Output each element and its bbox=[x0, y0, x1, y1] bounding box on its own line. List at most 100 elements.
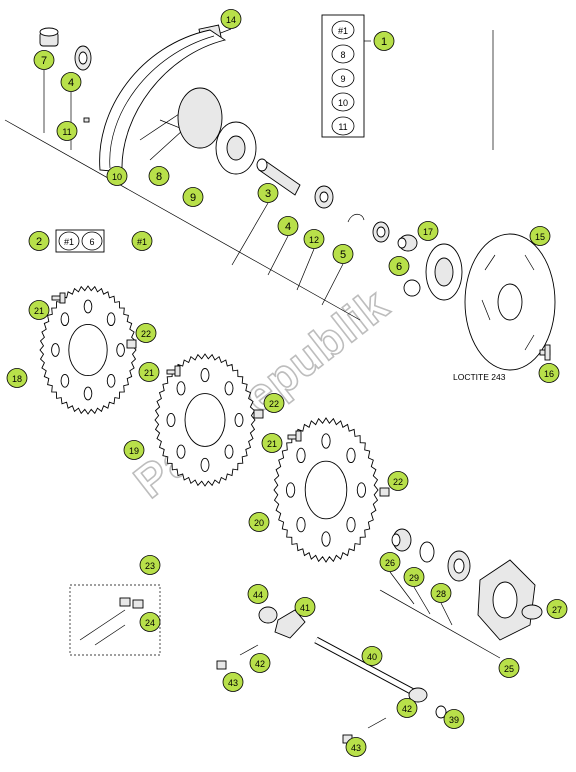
sprocket-nut-22a bbox=[126, 339, 137, 349]
callout-label: 28 bbox=[436, 589, 446, 599]
callout-c22a: 22 bbox=[135, 323, 157, 343]
sprocket-nut-22b bbox=[253, 409, 264, 419]
callout-label: 5 bbox=[340, 249, 346, 261]
bearing-28 bbox=[447, 550, 471, 582]
callout-label: 18 bbox=[12, 374, 22, 384]
sprocket-bolt-21a bbox=[51, 292, 66, 304]
callout-label: 10 bbox=[112, 172, 122, 182]
callout-label: 4 bbox=[285, 221, 291, 233]
legend-stack-item: 11 bbox=[338, 122, 347, 132]
callout-label: 19 bbox=[129, 446, 139, 456]
legend-stack-item: 8 bbox=[340, 50, 345, 60]
rear-wheel-rim bbox=[99, 29, 227, 173]
callout-c9: 9 bbox=[182, 187, 204, 207]
callout-c43a: 43 bbox=[222, 672, 244, 692]
callout-label: 44 bbox=[253, 590, 263, 600]
sprocket-18 bbox=[39, 285, 137, 415]
callout-c11a: 11 bbox=[56, 121, 78, 141]
callout-c16: 16 bbox=[538, 363, 560, 383]
callout-c41: 41 bbox=[294, 597, 316, 617]
sprocket-20 bbox=[273, 417, 379, 563]
callout-label: 22 bbox=[141, 329, 151, 339]
chain-link-24 bbox=[119, 597, 144, 609]
brake-disc-carrier-17 bbox=[425, 243, 463, 301]
callout-label: 22 bbox=[393, 477, 403, 487]
washer-39 bbox=[435, 705, 447, 719]
gear-icon bbox=[403, 279, 421, 297]
callout-label: 6 bbox=[396, 261, 402, 273]
legend-stack-item: 9 bbox=[340, 74, 345, 84]
callout-label: 25 bbox=[504, 664, 514, 674]
callout-c4b: 4 bbox=[277, 216, 299, 236]
callout-c1a: 1 bbox=[373, 31, 395, 51]
callout-c26: 26 bbox=[379, 552, 401, 572]
axle-nut-44 bbox=[258, 606, 278, 624]
callout-c8: 8 bbox=[148, 166, 170, 186]
callout-label: 7 bbox=[41, 55, 47, 67]
callout-c43b: 43 bbox=[345, 737, 367, 757]
callout-c2: 2 bbox=[28, 231, 50, 251]
callout-c39: 39 bbox=[443, 709, 465, 729]
callout-c23: 23 bbox=[139, 555, 161, 575]
callout-label: 1 bbox=[381, 36, 387, 48]
sprocket-carrier-25 bbox=[477, 559, 536, 641]
callout-c1b: #1 bbox=[131, 231, 153, 251]
adjuster-screw-42b bbox=[367, 717, 387, 729]
callout-c14: 14 bbox=[220, 9, 242, 29]
callout-label: 8 bbox=[156, 171, 162, 183]
callout-c18: 18 bbox=[6, 368, 28, 388]
callout-c27: 27 bbox=[546, 599, 568, 619]
callout-c44: 44 bbox=[247, 584, 269, 604]
callout-label: 17 bbox=[423, 227, 433, 237]
spacer-tube-3 bbox=[256, 158, 301, 196]
callout-c28: 28 bbox=[430, 583, 452, 603]
disc-bolt-16 bbox=[539, 344, 551, 361]
callout-c19: 19 bbox=[123, 440, 145, 460]
callout-c17: 17 bbox=[417, 221, 439, 241]
callout-label: 16 bbox=[544, 369, 554, 379]
spacer-6 bbox=[397, 234, 418, 252]
sprocket-nut-22c bbox=[379, 487, 390, 497]
rear-hub bbox=[139, 87, 257, 175]
leader-lines bbox=[4, 28, 501, 659]
callout-label: 42 bbox=[402, 704, 412, 714]
callout-label: 42 bbox=[255, 659, 265, 669]
callout-label: 41 bbox=[300, 603, 310, 613]
callout-label: 43 bbox=[228, 678, 238, 688]
callout-label: 2 bbox=[36, 236, 42, 248]
callout-label: 21 bbox=[34, 306, 44, 316]
callout-label: 11 bbox=[62, 127, 71, 137]
spacer-bushing-7 bbox=[39, 27, 59, 47]
sprocket-bolt-21c bbox=[287, 430, 302, 442]
callout-c7: 7 bbox=[33, 50, 55, 70]
callout-label: 9 bbox=[190, 192, 196, 204]
callout-label: 39 bbox=[449, 715, 459, 725]
callout-label: 3 bbox=[265, 188, 271, 200]
callout-label: 22 bbox=[269, 399, 279, 409]
sprocket-19 bbox=[154, 353, 256, 487]
callout-label: 40 bbox=[367, 652, 377, 662]
callout-c25: 25 bbox=[498, 658, 520, 678]
callout-c40: 40 bbox=[361, 646, 383, 666]
callout-label: 14 bbox=[226, 15, 236, 25]
bearing-4-right bbox=[314, 185, 334, 209]
callout-c4a: 4 bbox=[60, 72, 82, 92]
callout-c20: 20 bbox=[248, 512, 270, 532]
callout-c21a: 21 bbox=[28, 300, 50, 320]
damper-27 bbox=[521, 604, 543, 620]
callout-c42b: 42 bbox=[396, 698, 418, 718]
callout-label: 23 bbox=[145, 561, 155, 571]
callout-c29: 29 bbox=[403, 567, 425, 587]
loctite-note: LOCTITE 243 bbox=[453, 372, 506, 382]
callout-label: 29 bbox=[409, 573, 419, 583]
chain-adjuster-41 bbox=[274, 609, 306, 639]
callout-label: 26 bbox=[385, 558, 395, 568]
seal-29 bbox=[419, 541, 435, 563]
callout-c6: 6 bbox=[388, 256, 410, 276]
callout-label: 12 bbox=[309, 235, 319, 245]
